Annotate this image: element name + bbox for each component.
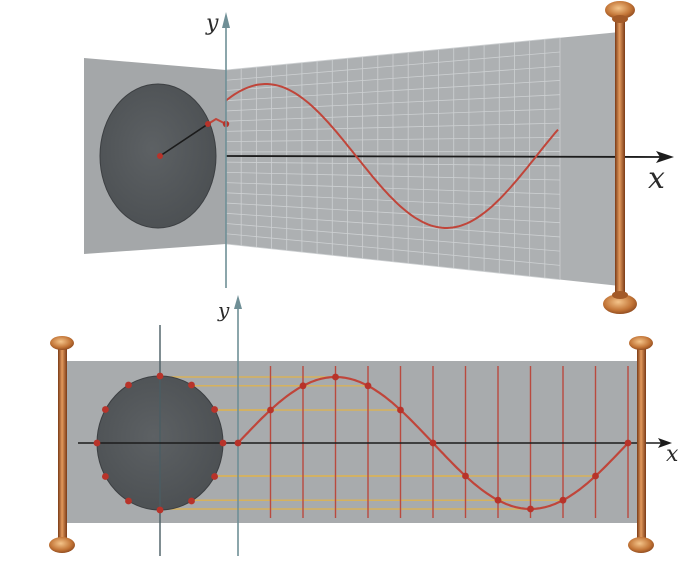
- curve-marker: [494, 496, 502, 504]
- y-axis-arrowhead: [222, 12, 230, 28]
- curve-marker: [299, 382, 307, 390]
- curve-marker: [559, 496, 567, 504]
- grid-line-horizontal: [225, 94, 561, 112]
- curve-marker: [429, 439, 437, 447]
- grid-line-horizontal: [225, 243, 561, 281]
- circle-point: [205, 121, 211, 127]
- circle-center-point: [157, 153, 163, 159]
- grid-line-horizontal: [225, 212, 561, 238]
- perspective-grid: [225, 37, 561, 281]
- grid-line-horizontal: [225, 171, 561, 181]
- vertical-guides: [269, 366, 629, 518]
- x-axis-line: [225, 155, 661, 158]
- circle-marker: [93, 439, 101, 447]
- circle-marker: [188, 497, 195, 505]
- top-figure: x y: [84, 1, 674, 314]
- grid-line-horizontal: [225, 192, 561, 209]
- sine-curve: [225, 83, 559, 229]
- circle-marker: [102, 473, 109, 480]
- curve-points: [234, 373, 632, 513]
- bottom-figure: x y: [49, 295, 679, 556]
- circle-marker: [219, 439, 227, 447]
- circle-marker: [125, 497, 132, 505]
- grid-line-horizontal: [225, 122, 561, 132]
- circle-marker: [188, 381, 195, 389]
- grid-line-horizontal: [225, 108, 561, 122]
- scroll-rod-right: [603, 1, 637, 314]
- circle-marker: [125, 381, 132, 389]
- grid-line-horizontal: [225, 202, 561, 224]
- curve-marker: [462, 472, 469, 480]
- circle-marker: [156, 506, 164, 514]
- curve-marker: [397, 406, 404, 414]
- x-axis-label: x: [666, 442, 679, 467]
- circle-marker: [156, 372, 164, 380]
- y-axis-arrowhead: [234, 295, 242, 309]
- projection-connector: [207, 117, 227, 125]
- curve-marker: [364, 382, 372, 390]
- grid-line-horizontal: [225, 80, 561, 102]
- x-axis-arrowhead: [656, 151, 674, 163]
- grid-line-horizontal: [225, 223, 561, 252]
- circle-marker: [211, 473, 219, 480]
- grid-line-horizontal: [225, 182, 561, 195]
- y-axis-label: y: [217, 298, 230, 322]
- circle-marker: [102, 406, 109, 413]
- curve-marker: [624, 439, 632, 447]
- grid-line-horizontal: [225, 136, 561, 143]
- scroll-rod-right: [628, 336, 654, 553]
- curve-marker: [234, 439, 242, 447]
- grid-line-horizontal: [225, 51, 561, 81]
- grid-line-horizontal: [225, 37, 561, 71]
- grid-line-horizontal: [225, 161, 561, 167]
- curve-marker: [267, 406, 274, 414]
- radius-line: [159, 123, 209, 157]
- curve-marker: [332, 373, 339, 381]
- x-axis-arrowhead: [658, 438, 672, 448]
- scroll-rod-left: [49, 336, 75, 553]
- circle-points: [93, 372, 227, 514]
- x-axis-label: x: [648, 161, 665, 196]
- curve-marker: [592, 472, 599, 480]
- circle-marker: [211, 406, 219, 413]
- grid-line-horizontal: [225, 233, 561, 266]
- curve-marker: [527, 505, 534, 513]
- y-axis-label: y: [205, 11, 219, 36]
